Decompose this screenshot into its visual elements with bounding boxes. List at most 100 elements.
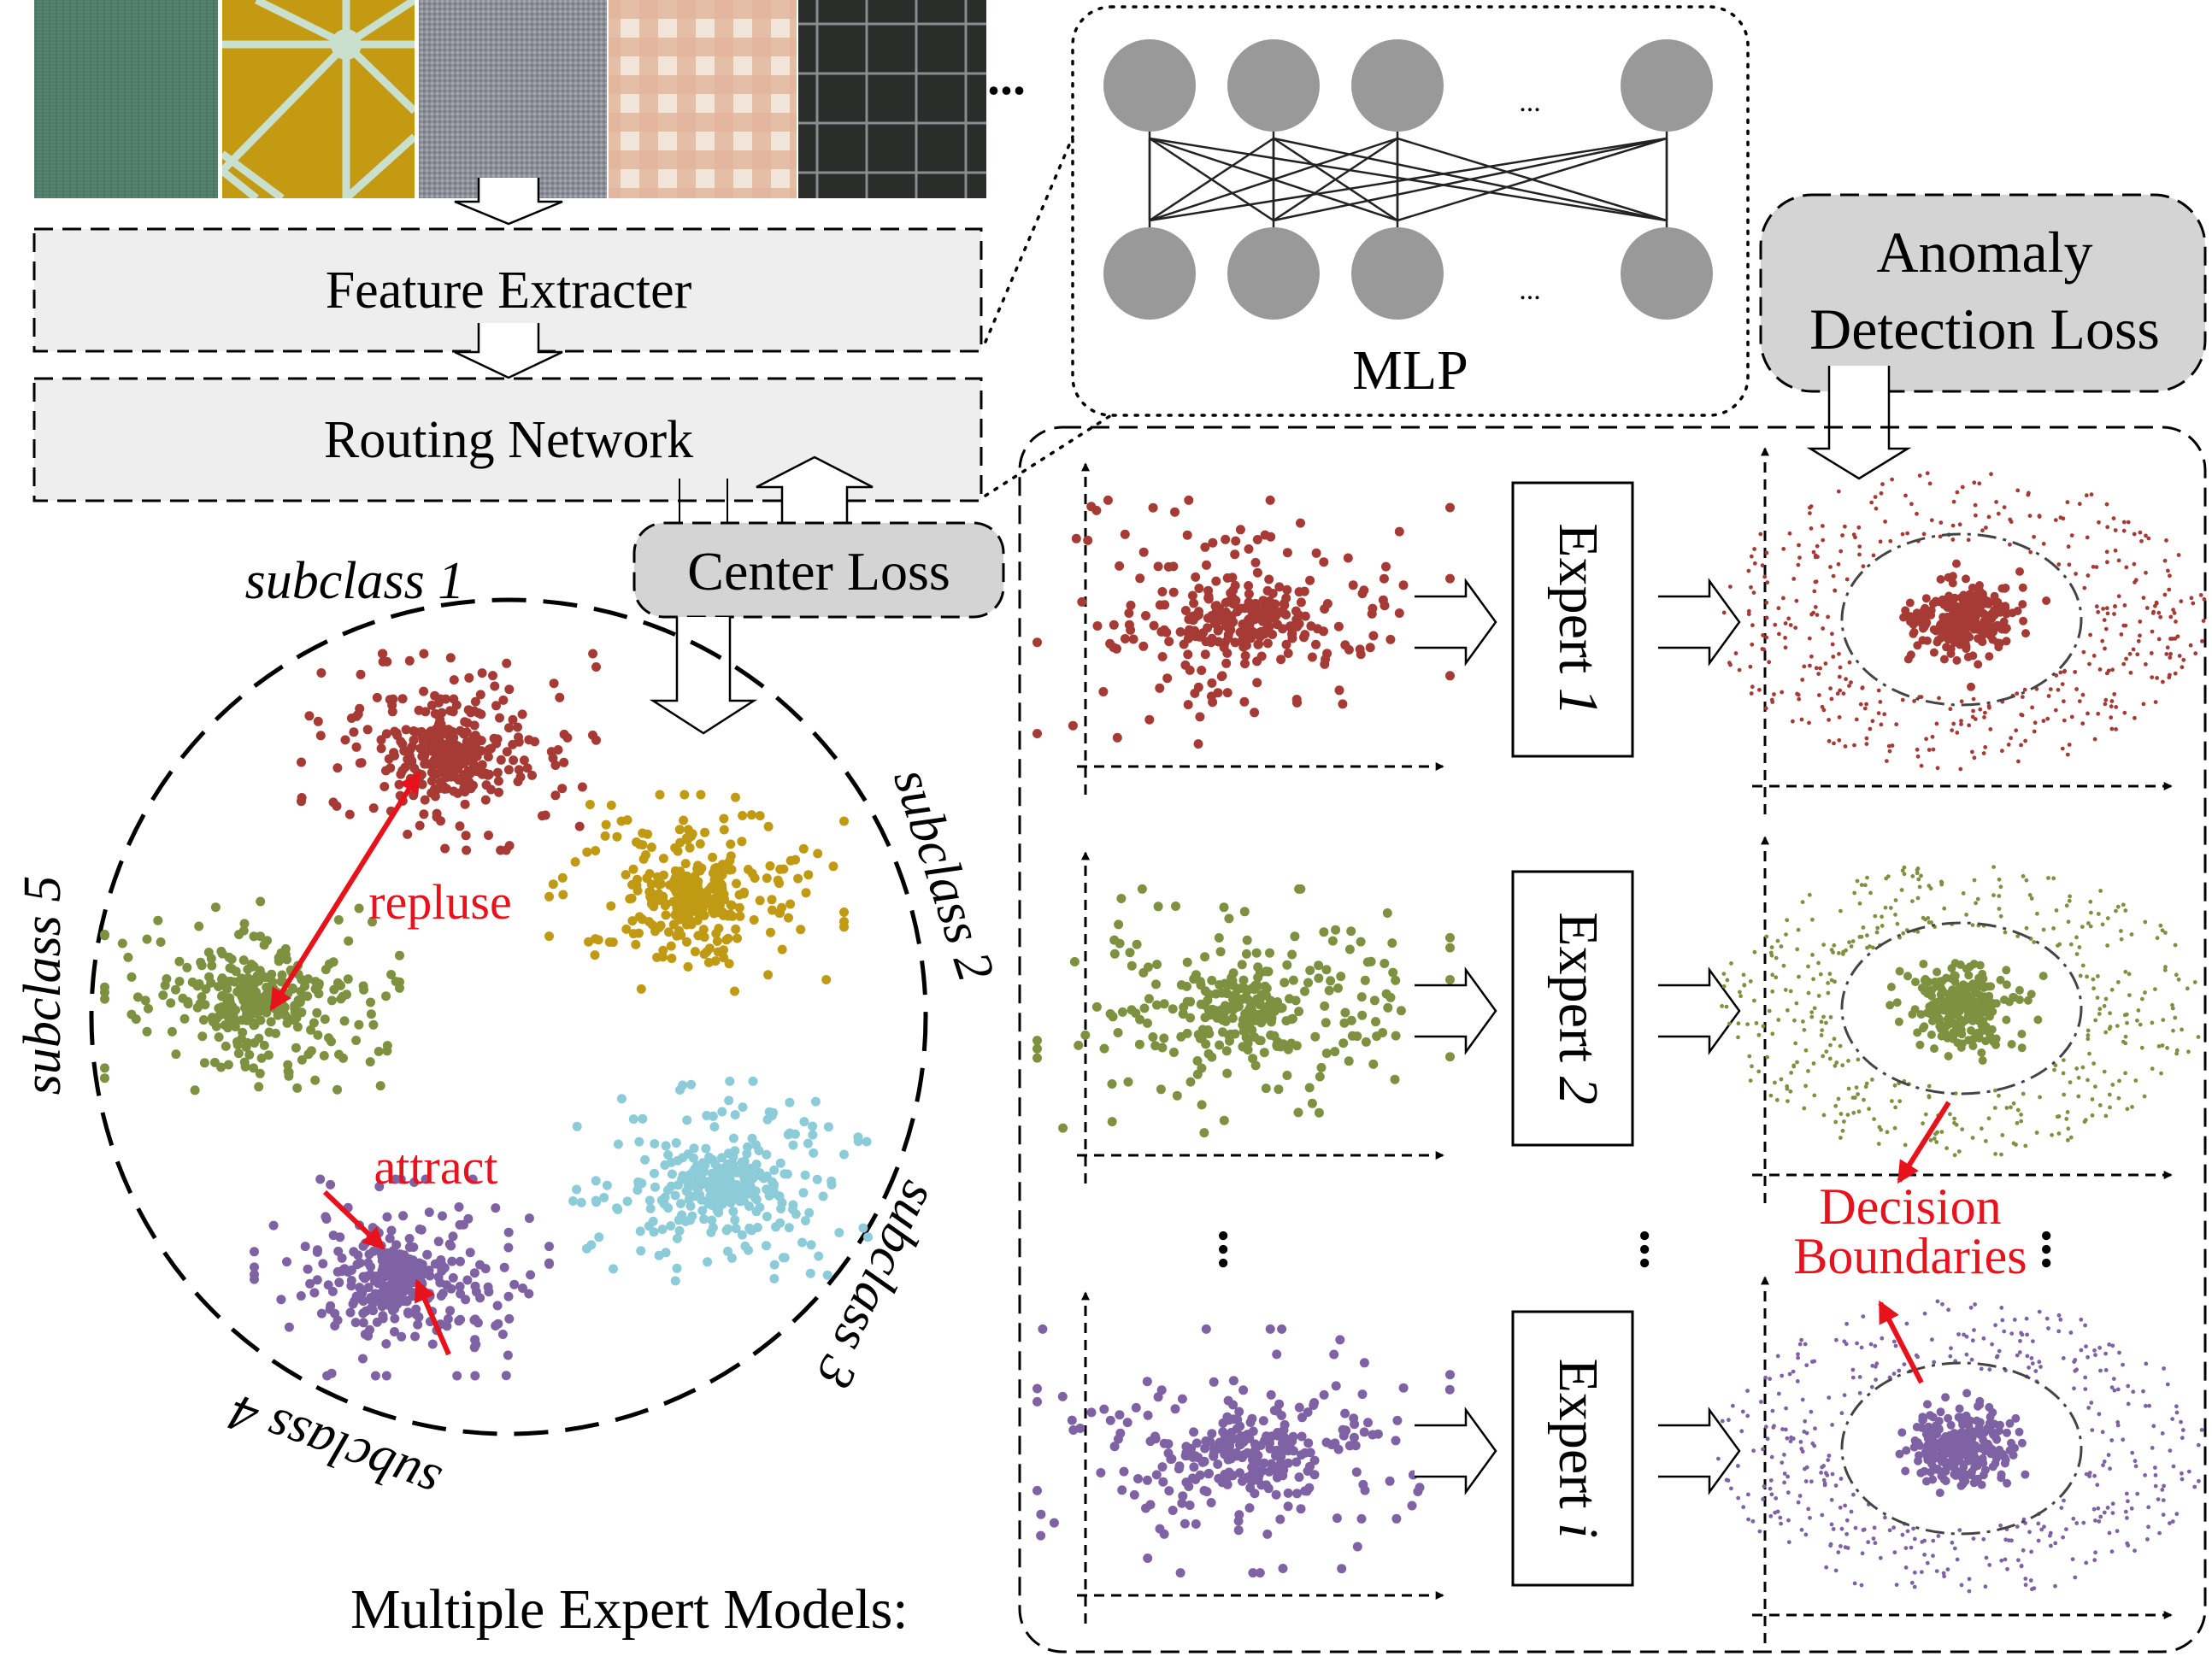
anomaly-point [1822,1481,1827,1486]
cluster-point [282,954,292,965]
decision-boundary-ellipse [1840,532,2083,707]
anomaly-point [1969,1357,1974,1362]
anomaly-point [1749,554,1754,559]
anomaly-point [1745,1389,1750,1393]
cluster-point [731,924,741,934]
anomaly-point [1950,1540,1955,1545]
cluster-point [504,1313,515,1324]
cluster-point [717,870,727,880]
cluster-point [196,957,206,967]
anomaly-point [1770,1031,1775,1037]
anomaly-point [1786,1518,1791,1523]
normal-point [1977,1480,1986,1489]
cluster-point [1338,1424,1348,1435]
anomaly-point [2023,738,2028,743]
anomaly-point [1799,717,1804,722]
anomaly-point [1915,747,1920,752]
cluster-point [1237,960,1247,970]
anomaly-point [2091,977,2096,982]
anomaly-point [1931,1554,1935,1559]
normal-point [1965,962,1974,972]
anomaly-point [1796,1352,1800,1357]
anomaly-point [2115,904,2121,909]
cluster-point [1305,575,1315,585]
cluster-point [518,1283,527,1293]
cluster-point [1138,641,1149,651]
anomaly-point [1785,1436,1790,1441]
anomaly-point [2144,1403,2148,1408]
anomaly-point [2062,1498,2066,1503]
anomaly-point [1909,1545,1914,1550]
anomaly-point [2083,1387,2088,1391]
cluster-point [738,889,749,899]
cluster-point [1274,582,1285,592]
anomaly-point [2168,1521,2172,1525]
anomaly-point [2038,1095,2043,1100]
cluster-point [752,1223,762,1232]
normal-point [1936,1019,1945,1029]
anomaly-point [1746,568,1751,573]
anomaly-detection-loss-box [1759,193,2207,393]
anomaly-point [1763,1375,1768,1380]
cluster-point [1252,1457,1262,1466]
cluster-point [1343,553,1353,563]
anomaly-point [2155,676,2160,680]
anomaly-point [1768,1513,1774,1518]
cluster-point [1134,1039,1144,1049]
cluster-point [291,1000,302,1010]
cluster-point [419,809,429,819]
normal-point [1958,1473,1968,1483]
anomaly-point [2102,1460,2107,1464]
anomaly-point [1981,1336,1986,1341]
cluster-point [1292,621,1303,631]
anomaly-point [1987,1563,1992,1567]
anomaly-point [1846,1086,1851,1091]
cluster-point [409,790,419,801]
anomaly-point [2123,969,2128,974]
cluster-point [690,1181,700,1191]
anomaly-point [1949,1346,1953,1351]
anomaly-point [2093,1353,2097,1358]
cluster-point [656,921,665,931]
anomaly-point [1768,1377,1773,1381]
cluster-point [217,974,226,984]
anomaly-point [1959,719,1963,723]
hollow-arrow-right [1415,966,1497,1055]
anomaly-point [1720,1004,1724,1008]
cluster-point [238,955,249,966]
cluster-point [1221,1001,1230,1011]
anomaly-point [1797,1494,1803,1498]
anomaly-point [2074,687,2080,691]
cluster-point [1240,984,1250,994]
cluster-point [140,996,150,1006]
cluster-point [1332,1513,1342,1524]
cluster-point [1283,1501,1293,1512]
normal-point [2015,567,2024,576]
cluster-point [1107,1117,1117,1127]
cluster-point [724,1095,734,1106]
cluster-point [1250,980,1261,990]
anomaly-point [1910,874,1915,878]
anomaly-point [2098,889,2103,893]
cluster-point [1235,525,1245,535]
cluster-point [1109,1442,1120,1452]
normal-point [1917,1423,1927,1432]
cluster-point [492,1301,503,1311]
anomaly-point [2107,1342,2112,1347]
cluster-point [399,1250,409,1260]
cluster-point [489,733,499,743]
cluster-point [280,943,291,954]
anomaly-point [2144,662,2148,667]
anomaly-point [1999,1152,2003,1157]
cluster-point [1356,992,1367,1002]
cluster-point [201,984,211,994]
anomaly-point [1720,1418,1725,1424]
anomaly-point [2186,1049,2191,1054]
cluster-point [356,758,367,768]
cluster-point [804,1207,815,1218]
cluster-point [332,763,343,773]
cluster-point [254,1082,264,1092]
anomaly-point [1888,906,1893,910]
cluster-point [1143,1410,1153,1420]
anomaly-point [1826,1458,1831,1462]
